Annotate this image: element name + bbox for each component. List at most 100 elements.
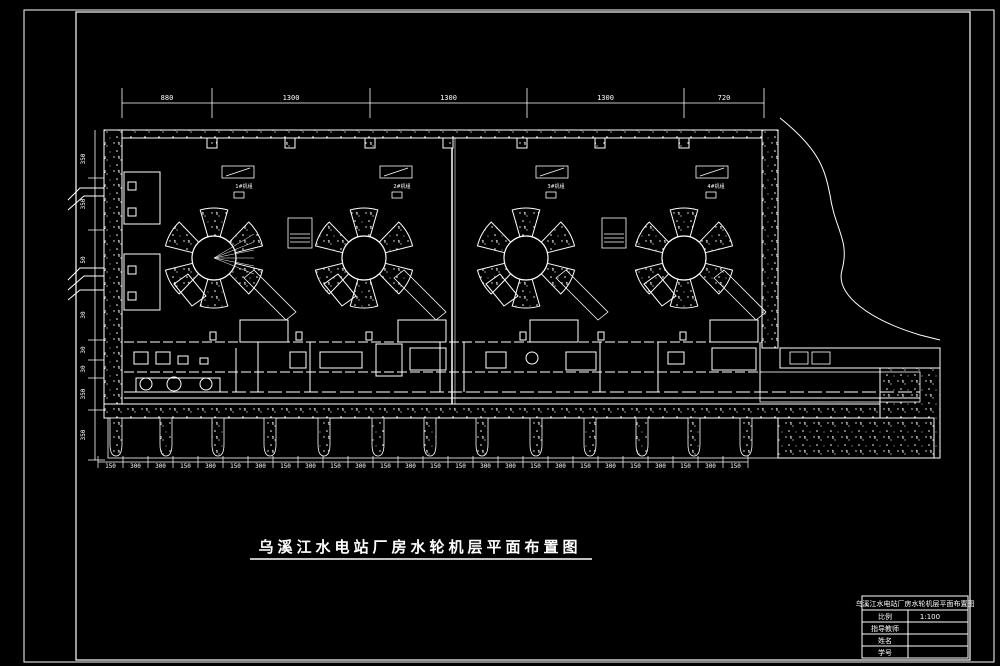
dimension-label-left: 350 (80, 429, 87, 440)
unit-label: 4#机组 (707, 183, 724, 190)
dimension-label-left: 350 (80, 198, 87, 209)
left-pipes (67, 171, 161, 311)
spiral-casing-segment (378, 221, 414, 254)
spiral-casing-segment (698, 221, 734, 254)
inlet-pipe (485, 273, 519, 307)
draft-tube-pier (475, 417, 489, 457)
pilaster (678, 137, 690, 149)
pilaster (206, 137, 218, 149)
dimension-label-bottom: 150 (330, 463, 341, 470)
dimension-label-left: 30 (80, 365, 87, 373)
dimension-label-left: 30 (80, 346, 87, 354)
spiral-casing-segment (228, 221, 264, 254)
stairs (287, 217, 627, 249)
draft-tube-pier (371, 417, 385, 457)
terrain-contour (779, 117, 941, 341)
powerhouse-walls (103, 129, 935, 419)
draft-tube-pier (739, 417, 753, 457)
spiral-casing-segment (540, 221, 576, 254)
penstock (555, 269, 609, 321)
spiral-casing-segment (349, 207, 379, 238)
left-dimension-chain (88, 130, 105, 461)
pilaster (516, 137, 528, 149)
sheet-border-inner (75, 11, 971, 661)
dimension-label-bottom: 300 (655, 463, 666, 470)
turbine-units (164, 207, 767, 321)
section-line (213, 257, 255, 267)
spiral-casing-segment (164, 221, 200, 254)
title-block-student-id: 学号 (878, 648, 892, 657)
spiral-casing-segment (698, 262, 734, 295)
title-block-advisor: 指导教师 (871, 624, 899, 633)
title-block-scale-label: 比例 (878, 612, 892, 621)
dimension-label-bottom: 150 (630, 463, 641, 470)
dimension-label-bottom: 150 (680, 463, 691, 470)
inlet-pipe (173, 273, 207, 307)
dimension-label-bottom: 150 (380, 463, 391, 470)
turbine-unit (314, 207, 447, 321)
spiral-casing-segment (199, 278, 229, 309)
spiral-casing-segment (540, 262, 576, 295)
turbine-unit (634, 207, 767, 321)
dimension-label-bottom: 150 (455, 463, 466, 470)
spiral-casing-segment (314, 221, 350, 254)
inlet-pipe (643, 273, 677, 307)
turbine-pit (341, 235, 387, 281)
pilasters (206, 137, 690, 149)
dimension-label-bottom: 150 (105, 463, 116, 470)
dimension-label-bottom: 150 (730, 463, 741, 470)
pilaster (364, 137, 376, 149)
pilaster (284, 137, 296, 149)
dimension-label-left: 350 (80, 388, 87, 399)
spiral-casing-segment (511, 278, 541, 309)
dimension-label-bottom: 300 (555, 463, 566, 470)
spiral-casing-segment (199, 207, 229, 238)
spiral-casing-segment (476, 221, 512, 254)
dimension-label-bottom: 150 (230, 463, 241, 470)
draft-tube-pier (159, 417, 173, 457)
dimension-label-bottom: 300 (355, 463, 366, 470)
right-extension (759, 117, 941, 459)
dimension-label-top: 1300 (283, 94, 300, 102)
pilaster (442, 137, 454, 149)
dimension-label-bottom: 300 (205, 463, 216, 470)
unit-label: 1#机组 (235, 183, 252, 190)
turbine-pit (661, 235, 707, 281)
spiral-casing-segment (669, 207, 699, 238)
draft-tube-outline (107, 417, 779, 459)
dimension-label-bottom: 300 (505, 463, 516, 470)
spiral-casing-segment (349, 278, 379, 309)
spiral-casing-segment (228, 262, 264, 295)
dimension-label-left: 30 (80, 311, 87, 319)
draft-tube-pier (423, 417, 437, 457)
draft-tube-pier (687, 417, 701, 457)
dimension-label-bottom: 300 (605, 463, 616, 470)
unit-label: 3#机组 (547, 183, 564, 190)
section-line (213, 257, 255, 275)
title-block-header: 乌溪江水电站厂房水轮机层平面布置图 (856, 599, 975, 608)
equipment-labels (221, 165, 729, 199)
corridor-equipment (124, 319, 920, 399)
title-block-name: 姓名 (878, 636, 892, 645)
dimension-label-bottom: 150 (430, 463, 441, 470)
dimension-label-bottom: 300 (705, 463, 716, 470)
dimension-label-top: 880 (161, 94, 174, 102)
draft-tube-piers (107, 417, 779, 459)
pilaster (594, 137, 606, 149)
dimension-label-bottom: 300 (155, 463, 166, 470)
section-line (213, 241, 255, 259)
bottom-dimension-labels: 150 300 300 150 300 150 300 150 300 150 300 150 300 1… (97, 456, 749, 470)
dimension-label-left: 350 (80, 153, 87, 164)
draft-tube-pier (317, 417, 331, 457)
inlet-pipe (323, 273, 357, 307)
spiral-casing-segment (378, 262, 414, 295)
title-block-scale-value: 1:100 (920, 613, 940, 621)
penstock (713, 269, 767, 321)
sheet-border-outer (23, 9, 995, 663)
spiral-casing-segment (669, 278, 699, 309)
dimension-label-bottom: 300 (405, 463, 416, 470)
draft-tube-pier (529, 417, 543, 457)
